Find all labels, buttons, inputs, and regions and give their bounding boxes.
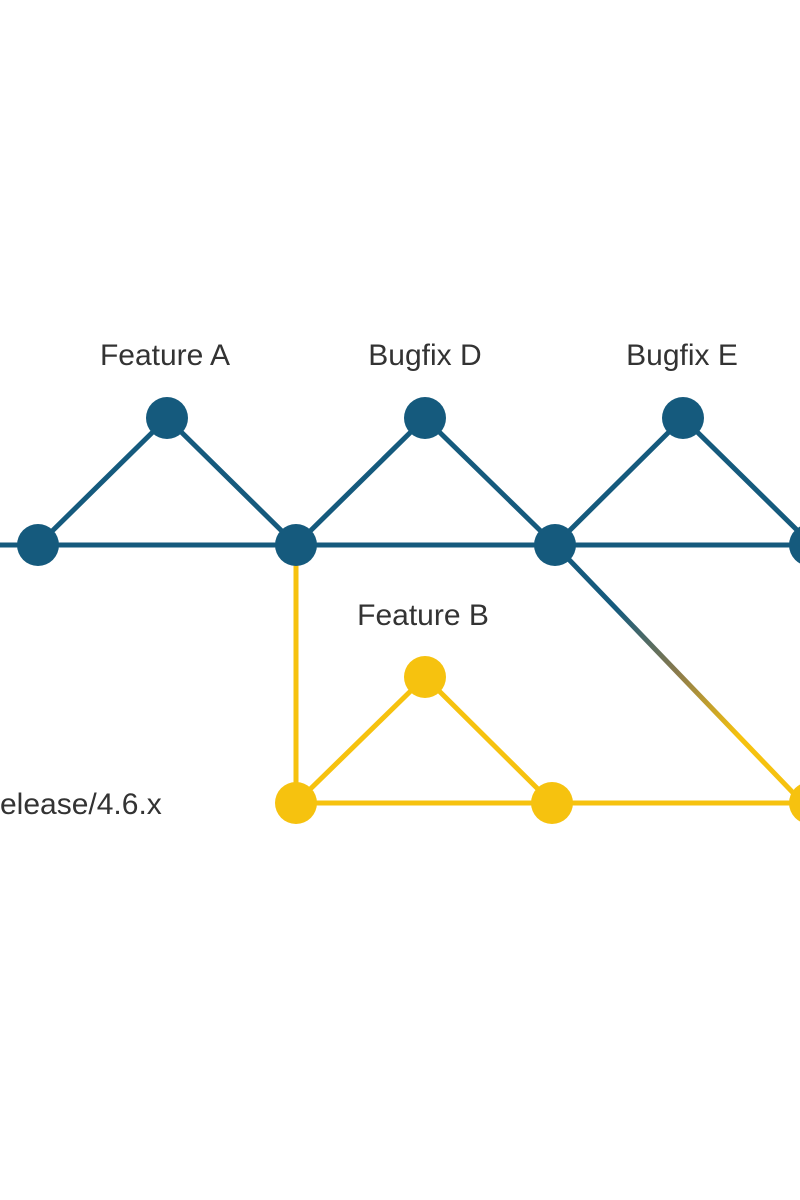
feature-b-commit (404, 656, 446, 698)
feature-b-merge-in (422, 674, 555, 806)
feature-b-label: Feature B (357, 599, 489, 632)
feature-a-branch-out (35, 415, 170, 548)
bugfix-d-branch-out (293, 415, 428, 548)
bugfix-d-merge-in (422, 415, 558, 548)
main-to-release-merge (552, 542, 800, 803)
feature-a-commit (146, 397, 188, 439)
bugfix-e-branch-out (552, 415, 686, 548)
main-commit-4 (789, 526, 800, 564)
bugfix-e-label: Bugfix E (626, 339, 738, 372)
bugfix-e-merge-in (680, 415, 800, 536)
feature-a-label: Feature A (100, 339, 230, 372)
feature-a-merge-in (164, 415, 299, 548)
release-branch-label: elease/4.6.x (0, 788, 162, 821)
bugfix-d-label: Bugfix D (368, 339, 481, 372)
release-commit-2 (531, 782, 573, 824)
bugfix-d-commit (404, 397, 446, 439)
release-commit-3 (789, 784, 800, 822)
release-commit-1 (275, 782, 317, 824)
release-branch-edges (293, 542, 800, 806)
bugfix-e-commit (662, 397, 704, 439)
main-commit-2 (275, 524, 317, 566)
release-branch-nodes (275, 656, 800, 824)
main-commit-3 (534, 524, 576, 566)
main-branch-edges (0, 415, 800, 548)
feature-b-branch-out (293, 674, 428, 806)
main-branch-nodes (17, 397, 800, 566)
main-commit-1 (17, 524, 59, 566)
